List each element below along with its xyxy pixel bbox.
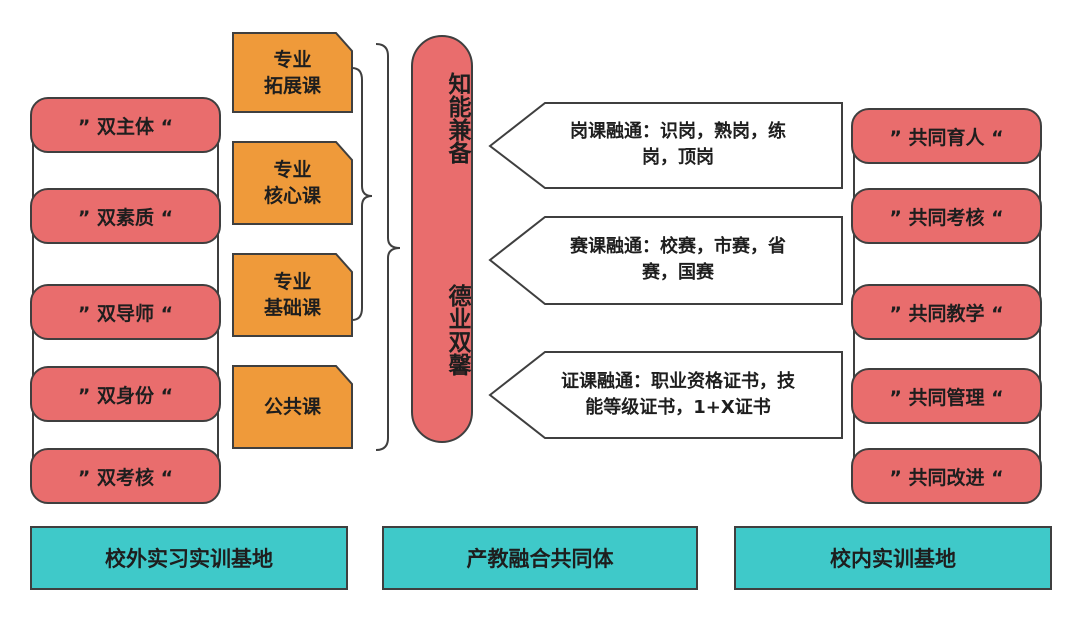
course-line: 拓展课 <box>263 75 321 97</box>
outer-brace <box>375 43 401 451</box>
arrow-line: 能等级证书，1+X证书 <box>585 397 771 418</box>
base-industry-education-community: 产教融合共同体 <box>382 526 698 590</box>
course-label-extension: 专业 拓展课 <box>233 31 352 115</box>
course-label-core: 专业 核心课 <box>233 141 352 225</box>
course-box <box>232 365 353 449</box>
base-offcampus-training: 校外实习实训基地 <box>30 526 348 590</box>
course-line: 专业 <box>273 159 312 181</box>
arrow-line: 证课融通：职业资格证书，技 <box>561 371 795 392</box>
left-item-dual-assessment: ” 双考核 “ <box>30 448 221 504</box>
course-line: 核心课 <box>263 185 321 207</box>
course-line: 公共课 <box>263 396 321 418</box>
arrow-text-competition: 赛课融通：校赛，市赛，省 赛，国赛 <box>528 234 828 286</box>
course-box <box>232 32 353 113</box>
course-label-foundation: 专业 基础课 <box>233 253 352 337</box>
center-text-bottom: 德业双馨 <box>444 284 470 376</box>
left-item-dual-quality: ” 双素质 “ <box>30 188 221 244</box>
inner-brace <box>351 67 373 321</box>
course-line: 基础课 <box>263 297 321 319</box>
arrow-line: 赛，国赛 <box>642 262 714 283</box>
arrow-text-certificate: 证课融通：职业资格证书，技 能等级证书，1+X证书 <box>518 369 838 421</box>
arrow-shape <box>488 216 843 305</box>
arrow-shape <box>488 102 843 189</box>
course-line: 专业 <box>273 49 312 71</box>
arrow-shape <box>488 351 843 439</box>
arrow-text-job: 岗课融通：识岗，熟岗，练 岗，顶岗 <box>528 119 828 171</box>
arrow-line: 赛课融通：校赛，市赛，省 <box>570 236 786 257</box>
course-box <box>232 253 353 337</box>
center-pill <box>411 35 473 443</box>
course-box <box>232 141 353 225</box>
right-item-co-management: ” 共同管理 “ <box>851 368 1042 424</box>
right-item-co-teaching: ” 共同教学 “ <box>851 284 1042 340</box>
course-label-public: 公共课 <box>233 365 352 449</box>
left-item-dual-identity: ” 双身份 “ <box>30 366 221 422</box>
left-item-dual-mentor: ” 双导师 “ <box>30 284 221 340</box>
base-oncampus-training: 校内实训基地 <box>734 526 1052 590</box>
arrow-line: 岗，顶岗 <box>642 147 714 168</box>
right-item-co-education: ” 共同育人 “ <box>851 108 1042 164</box>
center-text-top: 知能兼备 <box>444 72 470 164</box>
arrow-line: 岗课融通：识岗，熟岗，练 <box>570 121 786 142</box>
right-item-co-improvement: ” 共同改进 “ <box>851 448 1042 504</box>
right-item-co-assessment: ” 共同考核 “ <box>851 188 1042 244</box>
left-item-dual-subject: ” 双主体 “ <box>30 97 221 153</box>
course-line: 专业 <box>273 271 312 293</box>
